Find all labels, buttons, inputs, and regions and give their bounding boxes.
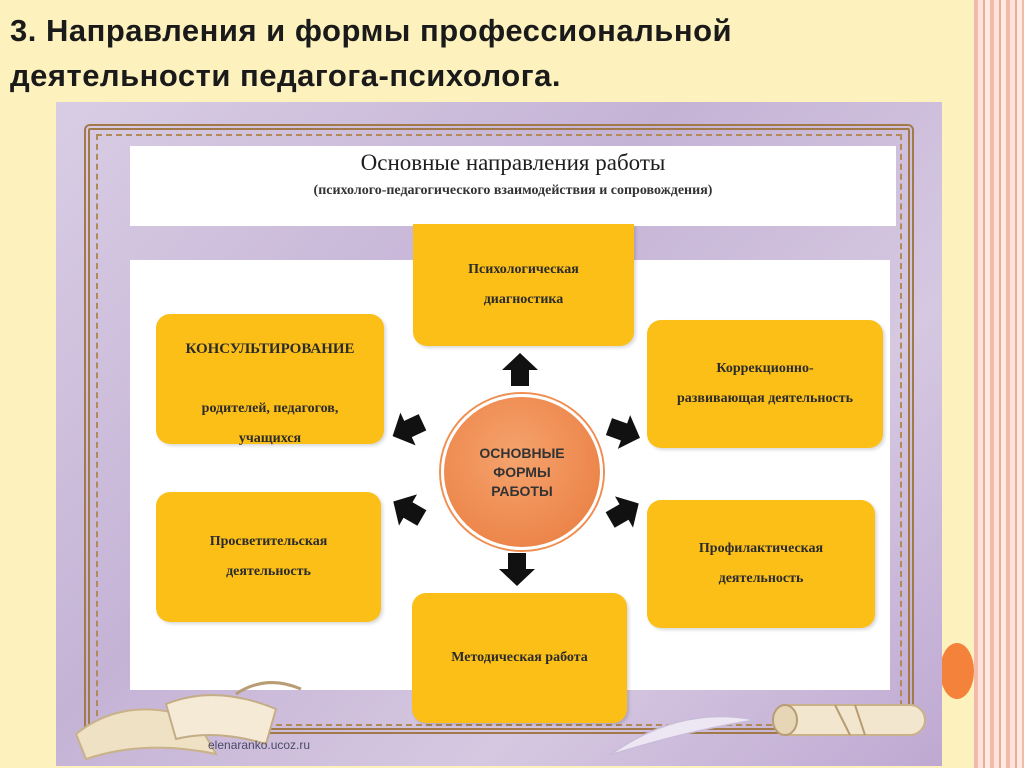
node-correction-development: Коррекционно- развивающая деятельность: [647, 320, 883, 448]
arrow-up-icon: [502, 353, 538, 386]
orange-dot-decoration: [940, 643, 974, 699]
watermark-text: elenaranko.ucoz.ru: [208, 738, 311, 752]
slide-title-line-2: деятельности педагога-психолога.: [10, 58, 561, 93]
node-label: Профилактическая деятельность: [698, 541, 824, 586]
node-consulting: КОНСУЛЬТИРОВАНИЕ родителей, педагогов, у…: [156, 314, 384, 446]
rolled-scroll-illustration: [772, 704, 926, 736]
node-consulting-body: родителей, педагогов, учащихся: [201, 401, 339, 446]
feather-illustration: [609, 715, 756, 756]
diagram-title: Основные направления работы: [360, 150, 666, 175]
slide-title-line-1: 3. Направления и формы профессиональной: [10, 13, 733, 48]
diagram-subtitle: (психолого-педагогического взаимодействи…: [313, 183, 713, 198]
side-stripes-decoration: [974, 0, 1024, 768]
node-label: Методическая работа: [451, 650, 588, 665]
arrow-down-right-icon: [605, 496, 639, 528]
node-consulting-title: КОНСУЛЬТИРОВАНИЕ: [185, 341, 355, 357]
ornate-border-inner: [96, 134, 902, 726]
node-prevention: Профилактическая деятельность: [647, 500, 875, 628]
scroll-papers-illustration: [74, 681, 302, 761]
slide-title: 3. Направления и формы профессиональной …: [10, 8, 950, 98]
node-label: Психологическая диагностика: [468, 262, 579, 307]
ornate-border: [84, 124, 914, 734]
arrow-up-left-icon: [392, 412, 427, 446]
node-label: Просветительская деятельность: [209, 534, 328, 579]
center-main-forms: ОСНОВНЫЕ ФОРМЫ РАБОТЫ: [441, 394, 603, 550]
node-psychological-diagnostics: Психологическая диагностика: [413, 224, 634, 346]
node-methodical-work: Методическая работа: [412, 593, 627, 723]
node-label: Коррекционно- развивающая деятельность: [677, 361, 853, 406]
diagram-header-panel: [130, 146, 896, 226]
arrow-down-left-icon: [393, 494, 427, 526]
arrow-up-right-icon: [605, 415, 640, 449]
arrow-down-icon: [499, 553, 535, 586]
node-enlightenment: Просветительская деятельность: [156, 492, 381, 622]
